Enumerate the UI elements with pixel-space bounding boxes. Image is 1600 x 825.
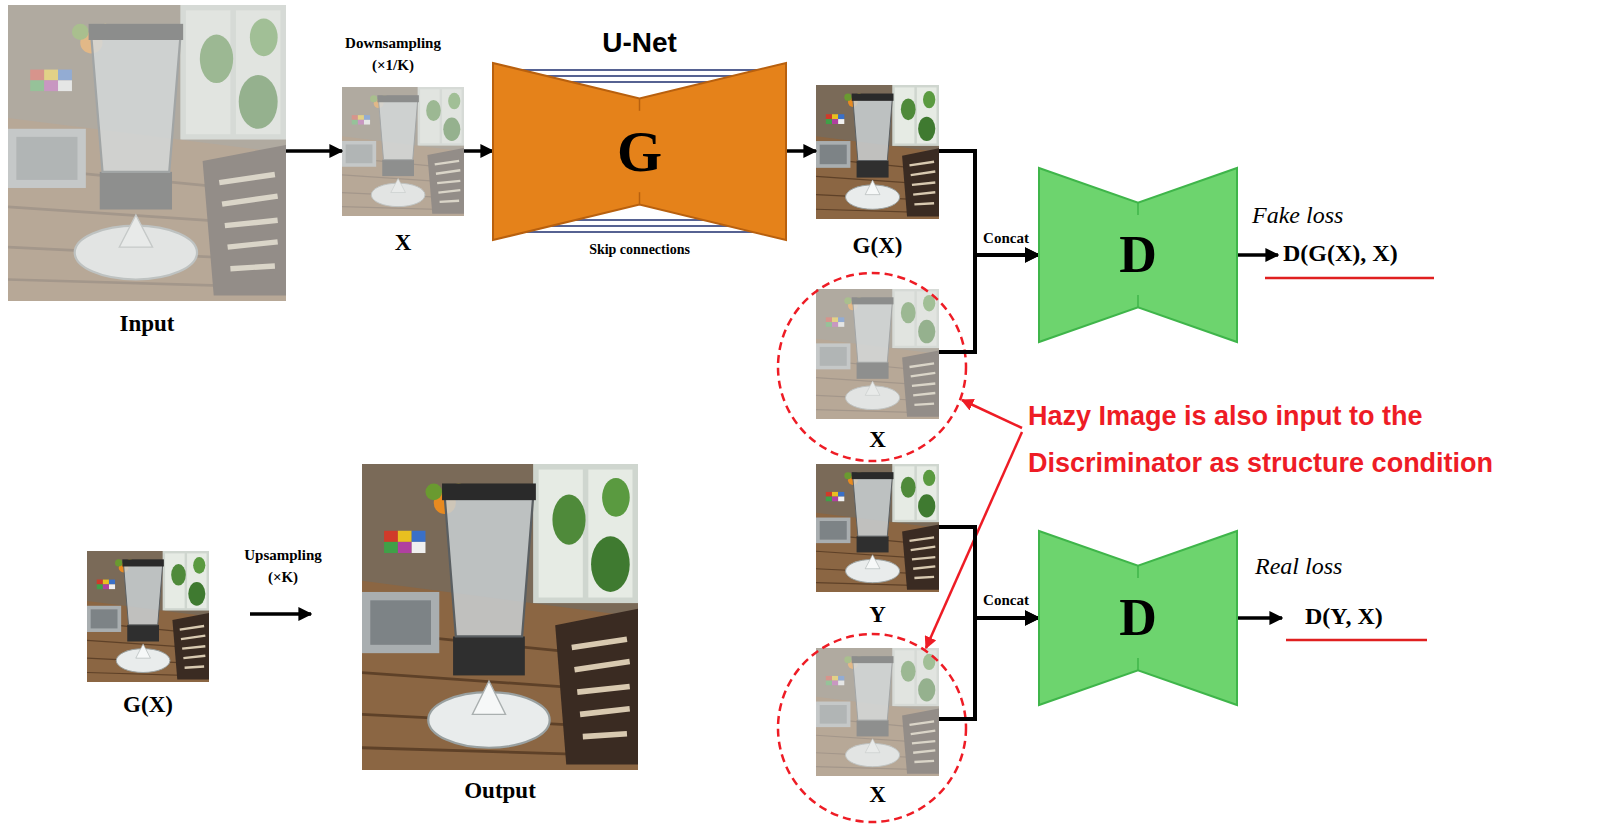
- connector: [939, 255, 1039, 352]
- image-frame: X: [816, 648, 939, 776]
- loss-label: Fake loss: [1252, 202, 1343, 230]
- image-caption: X: [395, 230, 412, 255]
- hazy-photo: [8, 5, 286, 301]
- pinch-mark: [639, 192, 641, 204]
- pinch-mark: [1137, 566, 1139, 578]
- loss-label: D(G(X), X): [1283, 240, 1398, 268]
- underline: [1286, 639, 1427, 642]
- haze: [816, 648, 939, 776]
- bowtie-shape: [1039, 531, 1237, 705]
- haze: [8, 5, 286, 301]
- annotation-note: Hazy Image is also input to the Discrimi…: [1028, 393, 1588, 488]
- haze: [816, 289, 939, 419]
- image-caption: Y: [869, 602, 886, 627]
- connector: [250, 612, 311, 616]
- block-note: Skip connections: [589, 242, 690, 257]
- output-arrow: [1237, 253, 1278, 257]
- edge-label: Concat: [976, 228, 1036, 250]
- edge-label: Downsampling (×1/K): [338, 33, 448, 77]
- pinch-mark: [1137, 203, 1139, 215]
- image-frame: Output: [362, 464, 638, 770]
- image-caption: X: [869, 427, 886, 452]
- connector: [286, 149, 342, 153]
- pinch-mark: [1137, 658, 1139, 670]
- discriminator-block: D: [1039, 531, 1237, 705]
- dehazed-photo: [362, 464, 638, 770]
- connector: [939, 527, 1039, 618]
- image-frame: G(X): [816, 85, 939, 219]
- highlight-circle: [778, 273, 966, 461]
- image-caption: X: [869, 782, 886, 807]
- block-letter: G: [617, 123, 662, 181]
- image-caption: Input: [120, 311, 175, 336]
- clear-photo: [816, 464, 939, 592]
- edge-label: Concat: [976, 590, 1036, 612]
- image-frame: X: [816, 289, 939, 419]
- connector: [464, 149, 493, 153]
- generator-block: U-NetGSkip connections: [493, 63, 786, 240]
- image-frame: G(X): [87, 551, 209, 682]
- image-frame: X: [342, 87, 464, 216]
- dehazed-photo: [87, 551, 209, 682]
- image-caption: G(X): [853, 233, 903, 258]
- block-letter: D: [1119, 229, 1157, 281]
- bowtie-shape: [1039, 168, 1237, 342]
- loss-label: Real loss: [1255, 553, 1342, 581]
- discriminator-block: D: [1039, 168, 1237, 342]
- bowtie-shape: [493, 63, 786, 240]
- hazy-photo: [816, 289, 939, 419]
- image-caption: G(X): [123, 692, 173, 717]
- haze: [342, 87, 464, 216]
- connector: [786, 149, 816, 153]
- image-frame: Input: [8, 5, 286, 301]
- underline: [1265, 277, 1434, 280]
- loss-label: D(Y, X): [1305, 603, 1383, 631]
- block-heading: U-Net: [602, 28, 677, 59]
- callout-arrow: [962, 400, 1022, 428]
- image-caption: Output: [464, 778, 536, 803]
- image-frame: Y: [816, 464, 939, 592]
- output-arrow: [1237, 616, 1282, 620]
- dehazed-photo: [816, 85, 939, 219]
- hazy-photo: [816, 648, 939, 776]
- connector: [939, 618, 1039, 719]
- pinch-mark: [1137, 295, 1139, 307]
- highlight-circle: [778, 634, 966, 822]
- block-letter: D: [1119, 592, 1157, 644]
- edge-label: Upsampling (×K): [233, 545, 333, 589]
- connector: [939, 151, 1039, 255]
- hazy-photo: [342, 87, 464, 216]
- pinch-mark: [639, 98, 641, 110]
